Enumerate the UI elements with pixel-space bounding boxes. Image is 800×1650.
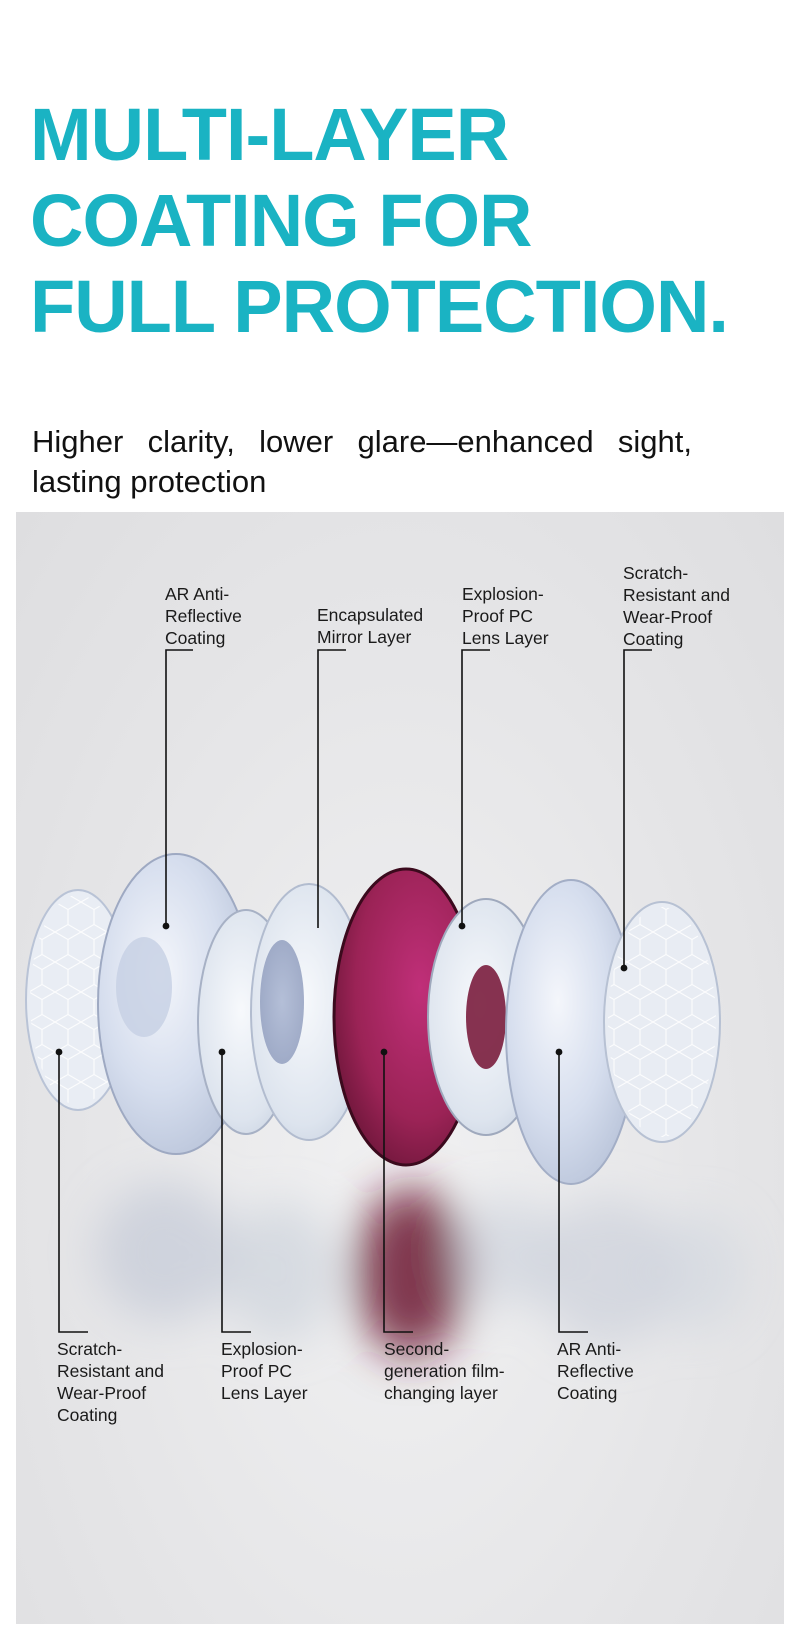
headline-line-2: COATING FOR: [30, 179, 532, 262]
headline-line-3: FULL PROTECTION.: [30, 265, 729, 348]
top-leader-lines: [165, 649, 652, 968]
bottom-leader-dots: [55, 1048, 563, 1056]
label-pc-lens-bottom: Explosion- Proof PC Lens Layer: [221, 1339, 308, 1403]
headline: MULTI-LAYER COATING FOR FULL PROTECTION.: [30, 92, 729, 350]
top-leader-dots: [162, 922, 628, 972]
bottom-leader-lines: [58, 1052, 588, 1333]
mirror-layer-disc: [250, 883, 368, 1141]
floor-reflection: [96, 1182, 746, 1357]
label-scratch-coating-top: Scratch- Resistant and Wear-Proof Coatin…: [623, 563, 731, 649]
subtitle: Higher clarity, lower glare—enhanced sig…: [32, 424, 692, 499]
label-pc-lens-top: Explosion- Proof PC Lens Layer: [462, 584, 549, 648]
headline-line-1: MULTI-LAYER: [30, 93, 509, 176]
lens-layers-illustration: [25, 649, 746, 1357]
label-scratch-coating-bottom: Scratch- Resistant and Wear-Proof Coatin…: [57, 1339, 165, 1425]
lens-layers-diagram: AR Anti- Reflective Coating Encapsulated…: [16, 512, 784, 1624]
label-ar-coating-top: AR Anti- Reflective Coating: [165, 584, 242, 648]
label-ar-coating-bottom: AR Anti- Reflective Coating: [557, 1339, 634, 1403]
label-mirror-layer: Encapsulated Mirror Layer: [317, 605, 424, 647]
label-film-changing-layer: Second- generation film- changing layer: [384, 1339, 505, 1403]
scratch-coating-disc-right: [603, 901, 721, 1143]
